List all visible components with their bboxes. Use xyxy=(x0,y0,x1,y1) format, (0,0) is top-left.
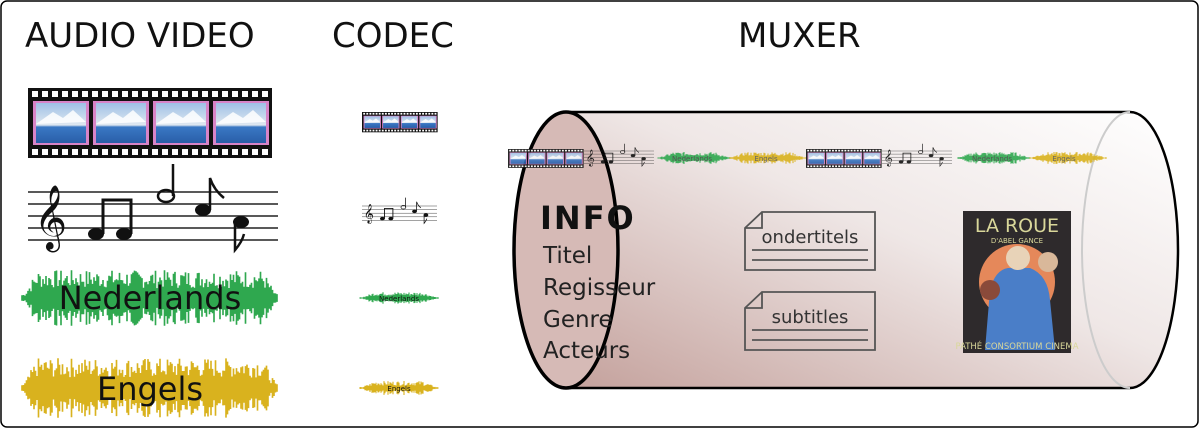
muxed-dutch-label-2: Nederlands xyxy=(972,155,1012,163)
info-heading: INFO xyxy=(540,199,636,237)
movie-poster: LA ROUE D'ABEL GANCE PATHÉ CONSORTIUM CI… xyxy=(955,211,1079,353)
encoded-english-waveform xyxy=(359,381,439,395)
poster-footer: PATHÉ CONSORTIUM CINEMA xyxy=(955,340,1078,352)
english-audio-label: Engels xyxy=(97,370,203,408)
info-field-title: Titel xyxy=(542,243,592,269)
muxed-stream: Nederlands Engels Nederlands Engels xyxy=(508,143,1107,168)
subtitle-document-icon-en xyxy=(744,291,876,351)
encoded-video-icon xyxy=(362,112,438,133)
poster-subtitle: D'ABEL GANCE xyxy=(991,237,1043,245)
subtitle-label-en: subtitles xyxy=(772,307,849,328)
subtitle-document-icon-nl xyxy=(744,211,876,271)
codec-heading: CODEC xyxy=(332,16,454,56)
muxed-english-waveform-path xyxy=(729,152,807,164)
subtitle-label-nl: ondertitels xyxy=(762,227,859,248)
info-field-genre: Genre xyxy=(543,307,613,333)
muxed-english-waveform-path-2 xyxy=(1029,152,1107,164)
muxer-heading: MUXER xyxy=(738,16,861,56)
encoded-dutch-label: Nederlands xyxy=(379,295,419,303)
muxed-dutch-waveform-path xyxy=(657,152,731,164)
dutch-waveform-path xyxy=(21,270,278,326)
encoded-dutch-waveform-path xyxy=(359,292,439,304)
muxed-english-label-2: Engels xyxy=(1052,155,1076,163)
info-field-actors: Acteurs xyxy=(543,338,630,364)
muxed-video-icon-2 xyxy=(806,149,882,168)
english-waveform-path xyxy=(21,358,278,418)
dutch-audio-label: Nederlands xyxy=(59,279,242,317)
video-film-strip-icon xyxy=(28,88,272,158)
audio-video-heading: AUDIO VIDEO xyxy=(25,16,255,56)
muxed-video-icon xyxy=(508,149,584,168)
dutch-audio-waveform xyxy=(21,270,278,326)
english-audio-waveform xyxy=(21,358,278,418)
encoded-english-label: Engels xyxy=(387,385,411,393)
muxed-dutch-label: Nederlands xyxy=(672,155,712,163)
info-field-director: Regisseur xyxy=(543,275,656,301)
poster-title: LA ROUE xyxy=(975,215,1059,237)
encoded-dutch-waveform xyxy=(359,292,439,304)
muxed-english-label: Engels xyxy=(754,155,778,163)
muxed-dutch-waveform-path-2 xyxy=(957,152,1031,164)
encoded-english-waveform-path xyxy=(359,381,439,395)
